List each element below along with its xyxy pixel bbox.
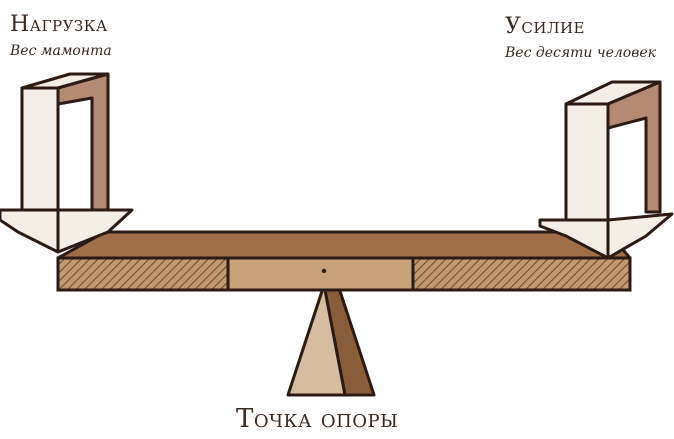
load-subtitle: Вес мамонта: [10, 44, 112, 58]
fulcrum-label: Точка опоры: [236, 404, 398, 434]
load-title: Нагрузка: [10, 12, 108, 37]
pivot-point: [322, 269, 326, 273]
fulcrum: [288, 285, 374, 395]
effort-subtitle: Вес десяти человек: [505, 46, 656, 60]
load-label: Нагрузка Вес мамонта: [10, 14, 112, 58]
effort-arrow: [540, 82, 672, 258]
effort-label: Усилие Вес десяти человек: [505, 16, 656, 60]
lever-beam: [58, 232, 630, 290]
load-arrow: [0, 74, 132, 252]
effort-title: Усилие: [505, 14, 585, 39]
